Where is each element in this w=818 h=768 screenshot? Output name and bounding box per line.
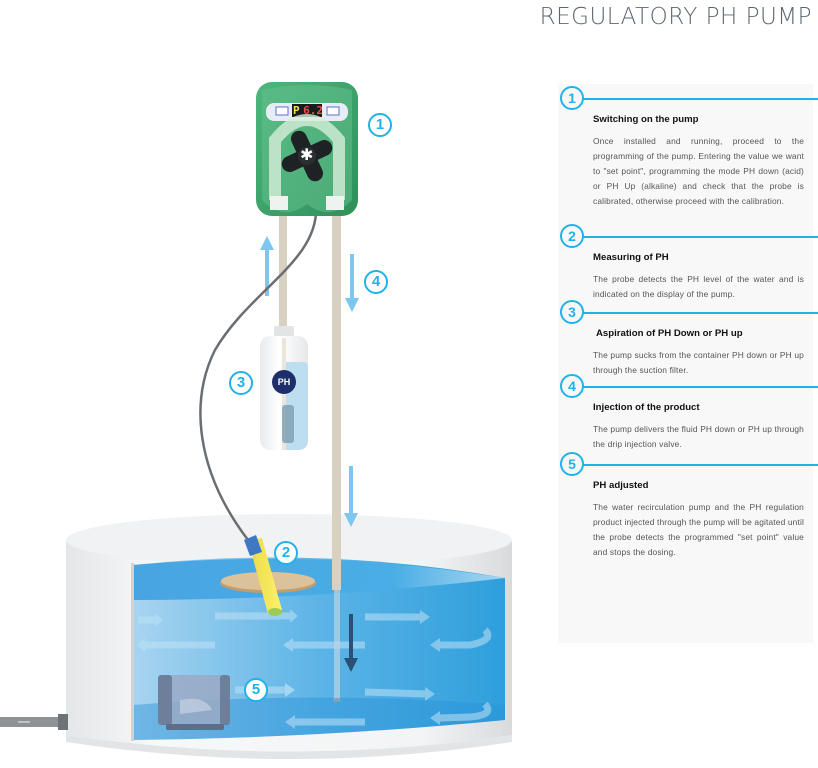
callout-4: 4 — [364, 270, 388, 294]
divider — [582, 98, 818, 100]
step-body: The probe detects the PH level of the wa… — [593, 274, 804, 299]
steps-panel: 1 Switching on the pump Once installed a… — [558, 84, 818, 643]
rotor-star-icon: ✱ — [300, 145, 314, 164]
display-value: 6.2 — [303, 104, 323, 117]
divider — [582, 236, 818, 238]
step-number-badge: 4 — [560, 374, 584, 398]
inlet-pipe — [0, 714, 68, 730]
step-body: The pump sucks from the container PH dow… — [593, 350, 804, 375]
step-heading: Measuring of PH — [593, 252, 669, 263]
step-heading: PH adjusted — [593, 480, 649, 491]
step-number-badge: 2 — [560, 224, 584, 248]
probe-cable — [199, 204, 318, 541]
step-number-badge: 5 — [560, 452, 584, 476]
ph-pump-diagram: P 6.2 ✱ PH 1 2 3 4 5 — [0, 82, 512, 759]
dosing-pump — [256, 82, 358, 216]
step-body: The water recirculation pump and the PH … — [593, 502, 804, 557]
recirculation-pump — [158, 675, 230, 730]
display-mode: P — [293, 104, 300, 117]
page-title: REGULATORY PH PUMP — [539, 4, 812, 30]
callout-5: 5 — [244, 678, 268, 702]
injection-tube — [332, 200, 341, 702]
step-heading: Switching on the pump — [593, 114, 699, 125]
divider — [582, 386, 818, 388]
bottle-ph-badge: PH — [272, 370, 296, 394]
divider — [582, 312, 818, 314]
step-number-badge: 3 — [560, 300, 584, 324]
divider — [582, 464, 818, 466]
suction-tube — [279, 200, 287, 330]
step-body: Once installed and running, proceed to t… — [593, 136, 804, 206]
step-heading: Injection of the product — [593, 402, 700, 413]
step-heading: Aspiration of PH Down or PH up — [596, 328, 743, 339]
ph-probe — [244, 535, 282, 616]
pump-display: P 6.2 — [293, 104, 323, 117]
flow-arrows — [137, 609, 492, 729]
callout-3: 3 — [229, 371, 253, 395]
step-body: The pump delivers the fluid PH down or P… — [593, 424, 804, 449]
callout-1: 1 — [368, 113, 392, 137]
step-number-badge: 1 — [560, 86, 584, 110]
callout-2: 2 — [274, 541, 298, 565]
